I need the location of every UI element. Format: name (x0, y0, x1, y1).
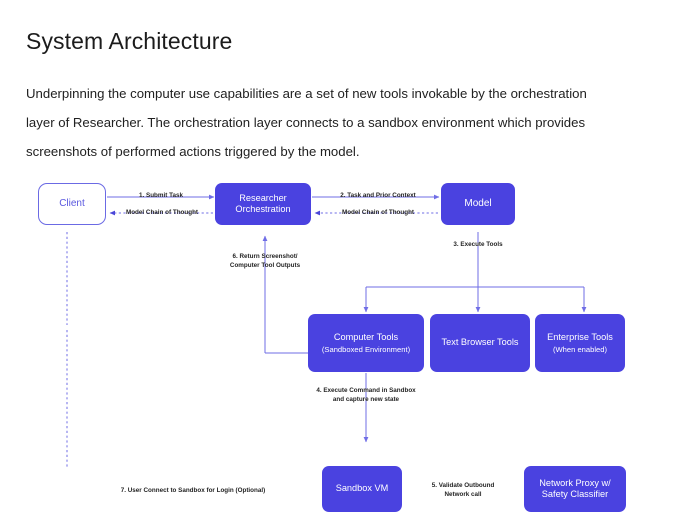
node-researcher-orchestration[interactable]: Researcher Orchestration (215, 183, 311, 225)
node-text-browser-tools-label: Text Browser Tools (441, 337, 519, 348)
page-title: System Architecture (26, 28, 233, 54)
edge-label-execute-command: 4. Execute Command in Sandbox and captur… (290, 386, 442, 405)
validate-outbound-line-1: 5. Validate Outbound (431, 482, 495, 489)
node-network-proxy[interactable]: Network Proxy w/ Safety Classifier (524, 466, 626, 512)
edge-label-user-connect: 7. User Connect to Sandbox for Login (Op… (110, 486, 276, 496)
node-enterprise-tools[interactable]: Enterprise Tools (When enabled) (535, 314, 625, 372)
node-client[interactable]: Client (38, 183, 106, 225)
edge-label-submit-task: 1. Submit Task (139, 192, 183, 199)
edge-label-chain-of-thought-2: Model Chain of Thought (341, 209, 415, 216)
node-text-browser-tools[interactable]: Text Browser Tools (430, 314, 530, 372)
node-orchestration-sublabel: Orchestration (235, 204, 291, 214)
edge-label-chain-of-thought-1: Model Chain of Thought (125, 209, 199, 216)
slide-canvas: System Architecture Underpinning the com… (0, 28, 680, 512)
intro-paragraph: Underpinning the computer use capabiliti… (26, 86, 587, 159)
node-computer-tools-label: Computer Tools (333, 332, 399, 342)
edge-label-validate-outbound: 5. Validate Outbound Network call (412, 481, 514, 500)
node-sandbox-vm[interactable]: Sandbox VM (322, 466, 402, 512)
node-client-label: Client (59, 197, 85, 209)
node-computer-tools[interactable]: Computer Tools (Sandboxed Environment) (308, 314, 424, 372)
return-screenshot-line-1: 6. Return Screenshot/ (232, 253, 298, 260)
node-network-proxy-label: Network Proxy w/ (539, 477, 611, 488)
node-network-proxy-sublabel: Safety Classifier (541, 489, 609, 499)
node-sandbox-vm-label: Sandbox VM (335, 483, 389, 494)
architecture-diagram: Client Researcher Orchestration Model Co… (0, 170, 680, 512)
node-computer-tools-sublabel: (Sandboxed Environment) (321, 344, 411, 354)
return-screenshot-line-2: Computer Tool Outputs (229, 262, 301, 270)
edge-label-return-screenshot: 6. Return Screenshot/ Computer Tool Outp… (200, 252, 330, 271)
edge-label-execute-tools: 3. Execute Tools (453, 241, 503, 248)
execute-command-line-2: and capture new state (332, 396, 400, 404)
node-model-label: Model (464, 197, 492, 209)
node-enterprise-tools-sublabel: (When enabled) (552, 344, 608, 354)
edge-label-task-prior-context: 2. Task and Prior Context (340, 192, 416, 199)
node-enterprise-tools-label: Enterprise Tools (547, 332, 613, 342)
execute-command-line-1: 4. Execute Command in Sandbox (316, 387, 416, 394)
validate-outbound-line-2: Network call (444, 491, 482, 499)
diagram-connectors (66, 194, 587, 468)
node-model[interactable]: Model (441, 183, 515, 225)
node-orchestration-label: Researcher (239, 192, 287, 203)
